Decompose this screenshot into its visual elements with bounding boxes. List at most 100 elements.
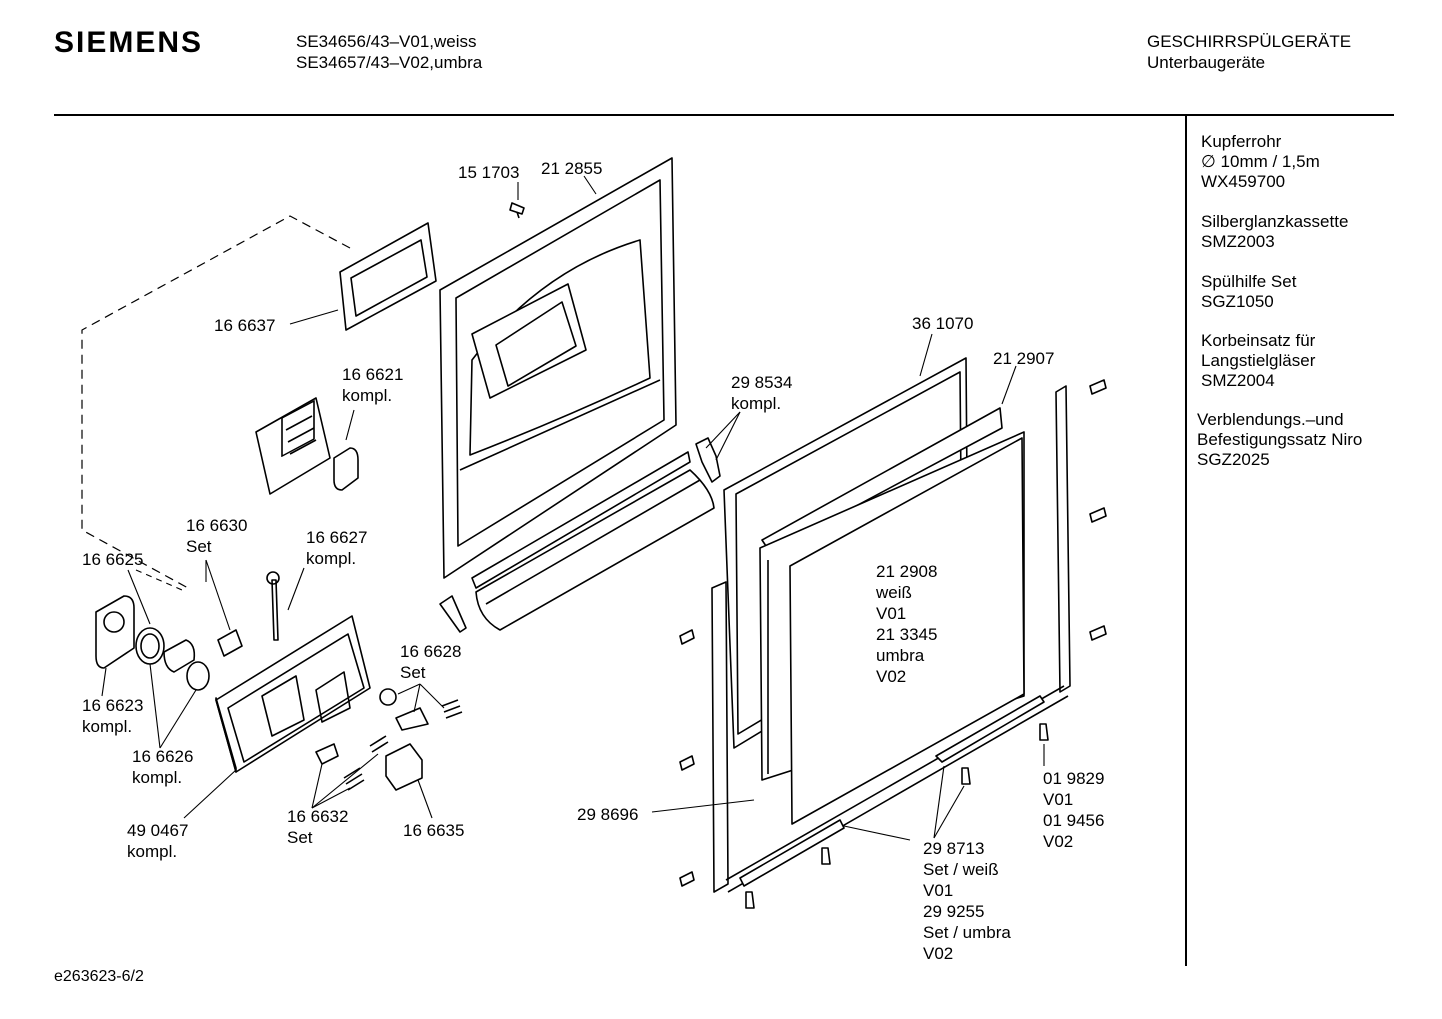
- part-note: Set / umbra: [923, 923, 1011, 942]
- model-line-1: SE34656/43–V01,weiss: [296, 32, 477, 51]
- part-label-212908: 21 2908 weiß V01 21 3345 umbra V02: [876, 561, 937, 687]
- category: GESCHIRRSPÜLGERÄTE Unterbaugeräte: [1147, 31, 1351, 73]
- door-bottom-strip: [471, 451, 715, 631]
- ring-seal: [186, 661, 210, 691]
- accessory-line: SGZ1050: [1201, 292, 1274, 311]
- part-number: 01 9829: [1043, 769, 1105, 788]
- filter-pad: [333, 447, 359, 491]
- part-number: 21 2908: [876, 562, 938, 581]
- screw: [821, 847, 831, 865]
- lever: [395, 707, 429, 731]
- part-label-166635: 16 6635: [403, 821, 465, 840]
- model-numbers: SE34656/43–V01,weiss SE34657/43–V02,umbr…: [296, 31, 482, 73]
- part-label-166625: 16 6625: [82, 550, 144, 569]
- accessory-line: SGZ2025: [1197, 450, 1270, 469]
- part-number: 21 3345: [876, 625, 938, 644]
- accessory-line: Korbeinsatz für: [1201, 331, 1316, 350]
- part-label-166632: 16 6632 Set: [287, 806, 348, 848]
- part-label-298713: 29 8713 Set / weiß V01 29 9255 Set / umb…: [923, 838, 1011, 964]
- part-number: 16 6623: [82, 696, 144, 715]
- part-label-166628: 16 6628 Set: [400, 641, 461, 683]
- accessory-line: Langstielgläser: [1201, 351, 1316, 370]
- accessory-line: Spülhilfe Set: [1201, 272, 1297, 291]
- part-number: 16 6621: [342, 365, 404, 384]
- switch: [385, 743, 423, 791]
- part-number: 16 6628: [400, 642, 462, 661]
- screw: [1089, 625, 1107, 641]
- part-note: V02: [876, 667, 907, 686]
- part-number: 16 6630: [186, 516, 248, 535]
- screw: [679, 629, 695, 645]
- part-note: kompl.: [306, 549, 357, 568]
- part-note: Set: [400, 663, 426, 682]
- part-note: Set: [186, 537, 212, 556]
- screw: [745, 891, 755, 909]
- control-module: [215, 615, 371, 773]
- spring: [441, 699, 463, 719]
- trim-strip: [739, 819, 845, 887]
- accessory-line: Befestigungssatz Niro: [1197, 430, 1363, 449]
- category-line-2: Unterbaugeräte: [1147, 53, 1266, 72]
- part-note: V01: [923, 881, 954, 900]
- part-label-166630: 16 6630 Set: [186, 515, 247, 557]
- accessory-item: Spülhilfe Set SGZ1050: [1201, 272, 1296, 312]
- knob-shaft: [163, 639, 196, 673]
- part-label-166621: 16 6621 kompl.: [342, 364, 403, 406]
- part-label-151703: 15 1703: [458, 163, 520, 182]
- part-label-166627: 16 6627 kompl.: [306, 527, 367, 569]
- spring: [369, 735, 389, 753]
- header-divider: [54, 114, 1394, 116]
- part-note: Set: [287, 828, 313, 847]
- part-number: 01 9456: [1043, 811, 1105, 830]
- part-note: kompl.: [127, 842, 178, 861]
- screw: [961, 767, 971, 785]
- part-label-298696: 29 8696: [577, 805, 639, 824]
- decor-panel: [759, 407, 1025, 825]
- accessory-item: Silberglanzkassette SMZ2003: [1201, 212, 1348, 252]
- screw: [1089, 379, 1107, 395]
- part-note: Set / weiß: [923, 860, 999, 879]
- drawing-id: e263623-6/2: [54, 968, 144, 985]
- part-label-361070: 36 1070: [912, 314, 974, 333]
- sidebar-divider: [1185, 116, 1187, 966]
- accessory-line: SMZ2003: [1201, 232, 1275, 251]
- part-note: umbra: [876, 646, 925, 665]
- part-note: V02: [1043, 832, 1074, 851]
- part-note: V01: [876, 604, 907, 623]
- leader-lines: [101, 175, 1045, 841]
- hinge: [695, 437, 721, 483]
- part-number: 29 8534: [731, 373, 793, 392]
- part-note: V01: [1043, 790, 1074, 809]
- door-clip: [439, 595, 467, 633]
- part-label-490467: 49 0467 kompl.: [127, 820, 188, 862]
- accessory-line: ∅ 10mm / 1,5m: [1201, 152, 1320, 171]
- part-label-166626: 16 6626 kompl.: [132, 746, 193, 788]
- screw: [1089, 507, 1107, 523]
- exploded-view-drawing: [81, 157, 1107, 909]
- part-note: kompl.: [731, 394, 782, 413]
- part-note: kompl.: [342, 386, 393, 405]
- lever: [217, 629, 243, 657]
- vent-cover: [255, 397, 331, 495]
- part-label-019829: 01 9829 V01 01 9456 V02: [1043, 768, 1104, 852]
- inner-door-panel: [439, 157, 677, 579]
- spring: [343, 767, 365, 791]
- accessory-line: WX459700: [1201, 172, 1286, 191]
- part-label-212907: 21 2907: [993, 349, 1055, 368]
- lever: [315, 743, 339, 765]
- screw: [679, 755, 695, 771]
- assembly-dashed-line: [81, 215, 351, 589]
- plunger: [271, 579, 279, 641]
- category-line-1: GESCHIRRSPÜLGERÄTE: [1147, 32, 1352, 51]
- siemens-logo: SIEMENS: [54, 26, 204, 59]
- accessory-line: SMZ2004: [1201, 371, 1275, 390]
- ring-seal: [140, 633, 160, 659]
- accessory-line: Kupferrohr: [1201, 132, 1282, 151]
- part-note: kompl.: [82, 717, 133, 736]
- part-note: V02: [923, 944, 954, 963]
- screw: [509, 202, 525, 219]
- part-note: weiß: [876, 583, 912, 602]
- part-label-212855: 21 2855: [541, 159, 603, 178]
- part-number: 16 6627: [306, 528, 368, 547]
- accessory-item: Kupferrohr ∅ 10mm / 1,5m WX459700: [1201, 132, 1320, 192]
